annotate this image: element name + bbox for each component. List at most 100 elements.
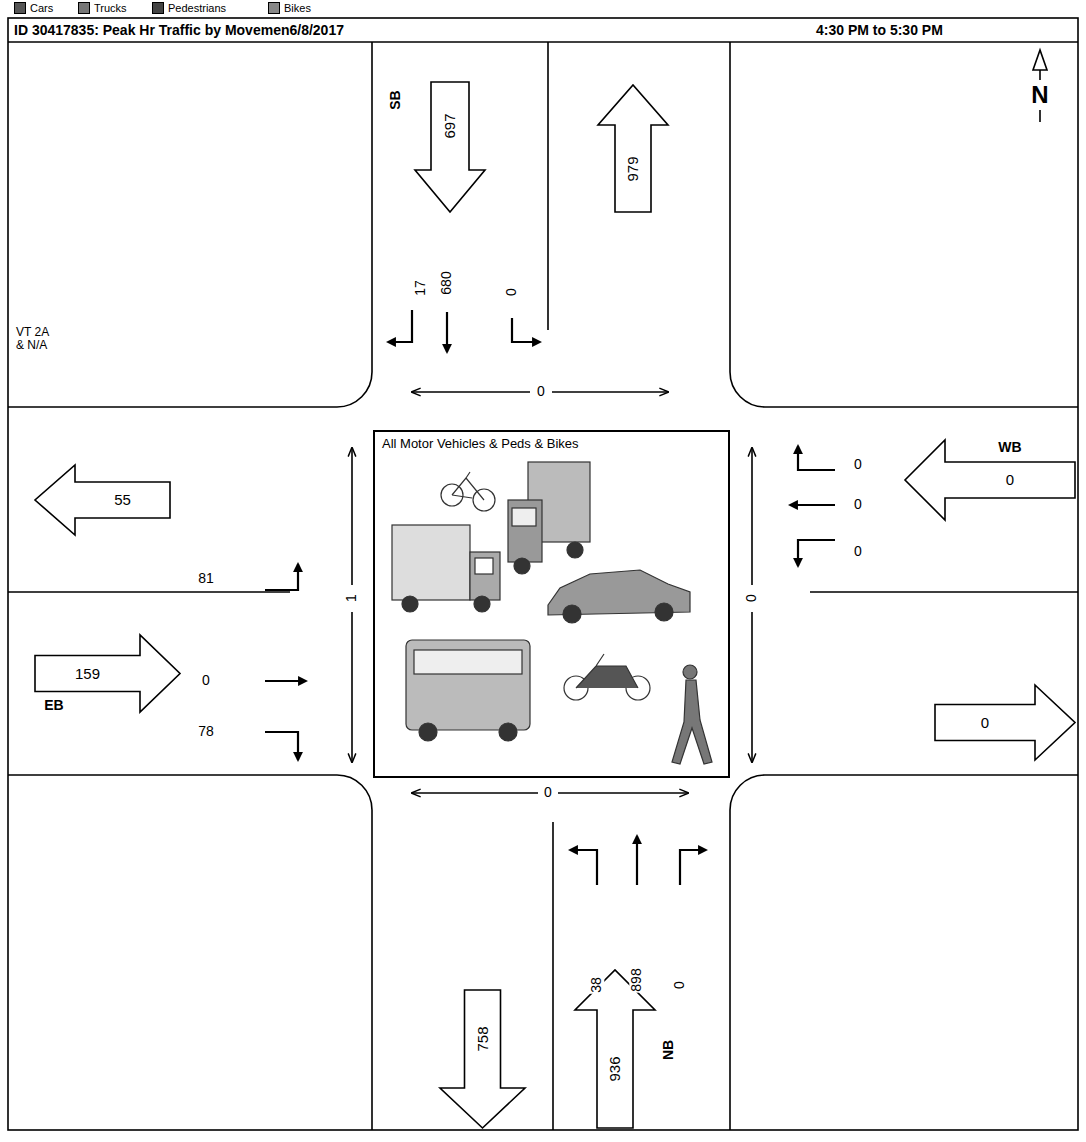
ped-arrow bbox=[751, 448, 753, 585]
movement-arrow bbox=[570, 850, 597, 885]
movement-arrow bbox=[790, 504, 835, 506]
volume-number: 697 bbox=[442, 113, 459, 138]
car bbox=[548, 570, 690, 623]
arrow-shape bbox=[935, 685, 1075, 760]
movement-arrow bbox=[798, 446, 835, 470]
approach-name: NB bbox=[661, 1039, 676, 1061]
legend-item: Pedestrians bbox=[152, 2, 226, 14]
movement-count: 38 bbox=[589, 976, 604, 994]
arrow-outline bbox=[575, 970, 655, 1128]
volume-arrow: 758 bbox=[440, 990, 525, 1128]
arrow-shape bbox=[905, 440, 1075, 520]
legend-text: Trucks bbox=[94, 2, 127, 14]
volume-number: 159 bbox=[75, 665, 100, 682]
arrow-shape bbox=[598, 85, 668, 212]
legend-text: Bikes bbox=[284, 2, 311, 14]
volume-arrow: 0 bbox=[905, 440, 1075, 520]
movement-arrow bbox=[265, 732, 298, 760]
approach-name: EB bbox=[43, 698, 64, 713]
pedestrian bbox=[672, 665, 712, 764]
volume-number: 55 bbox=[114, 492, 131, 509]
arrow-shape bbox=[575, 970, 655, 1128]
legend-swatch bbox=[268, 2, 280, 14]
volume-arrow: 936 bbox=[575, 970, 655, 1128]
approach-name: SB bbox=[388, 89, 403, 110]
arrow-outline bbox=[35, 465, 170, 535]
north-letter: N bbox=[1030, 82, 1049, 108]
volume-arrow: 979 bbox=[598, 85, 668, 212]
arrow-outline bbox=[415, 82, 485, 212]
pedestrian-arrows bbox=[352, 392, 752, 793]
movement-count: 81 bbox=[197, 571, 215, 586]
arrow-outline bbox=[935, 685, 1075, 760]
movement-arrow bbox=[446, 312, 448, 352]
movement-count: 898 bbox=[629, 967, 644, 992]
volume-arrow: 0 bbox=[935, 685, 1075, 760]
pedestrian-count: 0 bbox=[543, 785, 553, 800]
arrow-outline bbox=[598, 85, 668, 212]
ped-arrow bbox=[351, 448, 353, 585]
arrow-shape bbox=[440, 990, 525, 1128]
road-edges bbox=[8, 42, 1078, 1130]
volume-number: 0 bbox=[981, 714, 989, 731]
movement-arrow bbox=[680, 850, 706, 885]
vehicle-illustration bbox=[392, 462, 712, 764]
approach-name: WB bbox=[997, 440, 1022, 455]
legend-text: Pedestrians bbox=[168, 2, 226, 14]
time-period: 4:30 PM to 5:30 PM bbox=[815, 23, 944, 38]
movement-arrow bbox=[798, 540, 835, 566]
arrow-shape bbox=[415, 82, 485, 212]
frame bbox=[8, 18, 1078, 1130]
motorcycle bbox=[564, 654, 650, 700]
movement-count: 78 bbox=[197, 724, 215, 739]
picture-caption: All Motor Vehicles & Peds & Bikes bbox=[380, 437, 581, 451]
pedestrian-count: 0 bbox=[536, 384, 546, 399]
ped-arrow bbox=[412, 792, 538, 794]
bicycle bbox=[441, 472, 495, 511]
legend-swatch bbox=[14, 2, 26, 14]
legend-item: Trucks bbox=[78, 2, 127, 14]
legend-text: Cars bbox=[30, 2, 53, 14]
semi-truck bbox=[508, 462, 590, 574]
movement-arrow bbox=[512, 318, 540, 342]
volume-number: 758 bbox=[474, 1026, 491, 1051]
movement-count: 0 bbox=[853, 457, 863, 472]
title-text: ID 30417835: Peak Hr Traffic by Movemen6… bbox=[14, 23, 344, 38]
movement-count: 17 bbox=[413, 279, 428, 297]
movement-arrow bbox=[388, 310, 412, 342]
ped-arrow bbox=[412, 391, 530, 393]
movement-count: 0 bbox=[201, 673, 211, 688]
movement-arrow bbox=[265, 564, 298, 590]
box-truck bbox=[392, 525, 500, 612]
volume-number: 936 bbox=[607, 1056, 624, 1081]
ped-arrow bbox=[552, 391, 668, 393]
movement-count: 0 bbox=[853, 497, 863, 512]
volume-number: 979 bbox=[625, 156, 642, 181]
arrow-outline bbox=[905, 440, 1075, 520]
movement-count: 680 bbox=[439, 270, 454, 295]
arrow-shape bbox=[35, 465, 170, 535]
movement-arrow bbox=[636, 836, 638, 885]
movement-count: 0 bbox=[672, 980, 687, 990]
ped-arrow bbox=[558, 792, 688, 794]
volume-arrow: 697 bbox=[415, 82, 485, 212]
legend-item: Bikes bbox=[268, 2, 311, 14]
legend-item: Cars bbox=[14, 2, 53, 14]
picture-box: All Motor Vehicles & Peds & Bikes bbox=[373, 430, 730, 778]
title-rule bbox=[8, 41, 1078, 43]
movement-arrows bbox=[265, 310, 835, 885]
ped-arrow bbox=[751, 612, 753, 762]
movement-count: 0 bbox=[853, 544, 863, 559]
bus bbox=[406, 640, 530, 741]
ped-arrow bbox=[351, 612, 353, 762]
pedestrian-count: 0 bbox=[744, 593, 759, 603]
volume-arrow: 55 bbox=[35, 465, 170, 535]
arrow-outline bbox=[440, 990, 525, 1128]
volume-number: 0 bbox=[1006, 472, 1014, 489]
street-name: VT 2A & N/A bbox=[15, 326, 55, 352]
illustration-ground bbox=[373, 430, 730, 778]
movement-arrow bbox=[265, 680, 306, 682]
